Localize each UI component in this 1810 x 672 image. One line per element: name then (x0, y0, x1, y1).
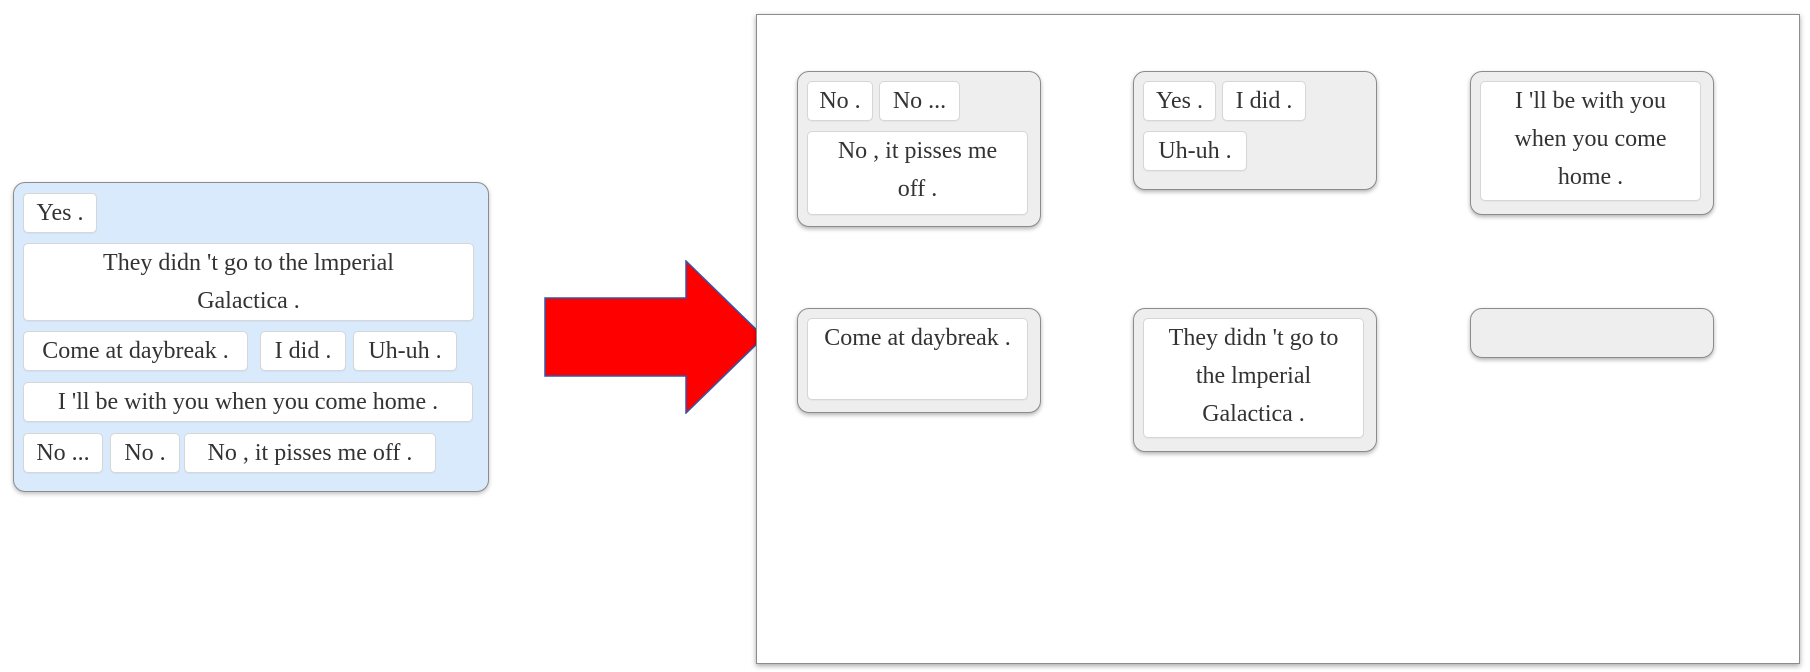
drop-slot-empty[interactable] (1470, 308, 1714, 358)
draggable-chip[interactable]: I did . (1222, 81, 1306, 121)
draggable-chip[interactable]: No , it pisses me off . (807, 131, 1028, 215)
draggable-chip[interactable]: Uh-uh . (1143, 131, 1247, 171)
draggable-chip[interactable]: I 'll be with you when you come home . (23, 382, 473, 422)
drop-slot[interactable]: Yes . I did . Uh-uh . (1133, 71, 1377, 190)
draggable-chip[interactable]: I did . (260, 331, 346, 371)
draggable-chip[interactable]: Come at daybreak . (807, 318, 1028, 400)
draggable-chip[interactable]: No , it pisses me off . (184, 433, 436, 473)
draggable-chip[interactable]: Yes . (1143, 81, 1216, 121)
draggable-chip[interactable]: Uh-uh . (353, 331, 457, 371)
right-arrow-icon (544, 260, 766, 414)
draggable-chip[interactable]: Come at daybreak . (23, 331, 248, 371)
draggable-chip[interactable]: No . (807, 81, 873, 121)
draggable-chip[interactable]: No . (110, 433, 180, 473)
source-pool[interactable]: Yes . They didn 't go to the lmperial Ga… (13, 182, 489, 492)
draggable-chip[interactable]: Yes . (23, 193, 97, 233)
target-area: No . No ... No , it pisses me off . Yes … (756, 14, 1800, 664)
draggable-chip[interactable]: They didn 't go to the lmperial Galactic… (1143, 318, 1364, 438)
draggable-chip[interactable]: No ... (23, 433, 103, 473)
draggable-chip[interactable]: They didn 't go to the lmperial Galactic… (23, 243, 474, 321)
draggable-chip[interactable]: No ... (879, 81, 960, 121)
drop-slot[interactable]: No . No ... No , it pisses me off . (797, 71, 1041, 227)
drop-slot[interactable]: They didn 't go to the lmperial Galactic… (1133, 308, 1377, 452)
draggable-chip[interactable]: I 'll be with you when you come home . (1480, 81, 1701, 201)
drop-slot[interactable]: Come at daybreak . (797, 308, 1041, 413)
drop-slot[interactable]: I 'll be with you when you come home . (1470, 71, 1714, 215)
